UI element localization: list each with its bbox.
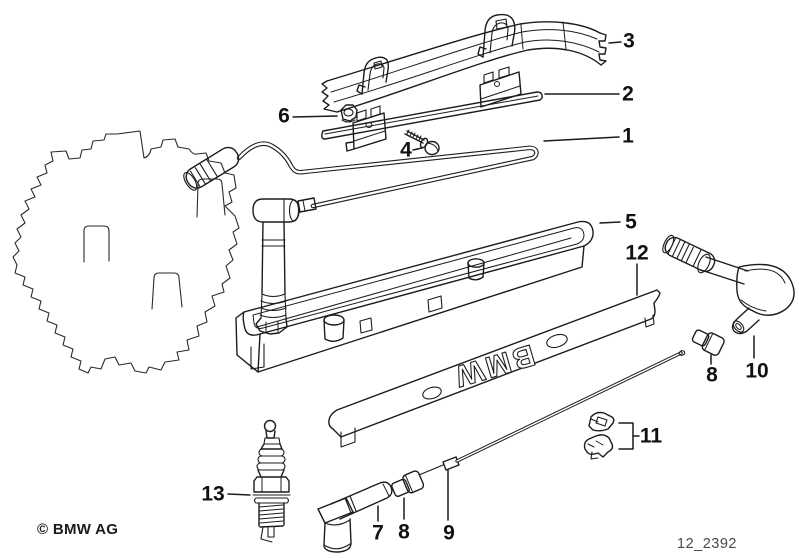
hex-nut-part6 [340,104,358,123]
callout-4: 4 [400,138,412,162]
callout-leader-lines [227,41,755,522]
callout-7: 7 [372,521,384,545]
callout-11: 11 [639,424,663,448]
connector-sleeve-bottom-part8 [391,470,425,497]
engine-cover-strip-part12: BMW [328,289,661,448]
callout-1: 1 [622,124,634,148]
wire-rod-part9 [418,350,686,476]
angled-connector-part7 [317,481,393,553]
retaining-clips-part11 [583,411,615,460]
callout-2: 2 [622,82,634,106]
callout-8-right: 8 [706,363,718,387]
callout-13: 13 [201,482,225,506]
spark-plug-connector-part10 [662,234,795,335]
spring-clip-left-icon [356,56,390,95]
cable-duct-part5 [235,220,594,373]
callout-12: 12 [625,241,649,265]
callout-8-bottom: 8 [398,520,410,544]
callout-10: 10 [745,359,769,383]
spring-clip-right-icon [477,13,516,58]
bmw-logo-text: BMW [449,338,539,393]
bolt-part4 [404,129,440,156]
callout-3: 3 [623,29,635,53]
callout-5: 5 [625,210,637,234]
spark-plug-part13 [252,419,291,543]
spark-plug-connector-a-icon [183,146,240,191]
drawing-number: 12_2392 [677,536,737,552]
callout-9: 9 [443,521,455,545]
bmw-copyright-text: © BMW AG [37,521,119,538]
connector-sleeve-right-part8 [691,329,725,356]
callout-6: 6 [278,104,290,128]
engine-outline [12,130,240,374]
spark-plug-connector-b-icon [252,198,300,335]
cable-duct-rail-part2 [321,66,543,152]
